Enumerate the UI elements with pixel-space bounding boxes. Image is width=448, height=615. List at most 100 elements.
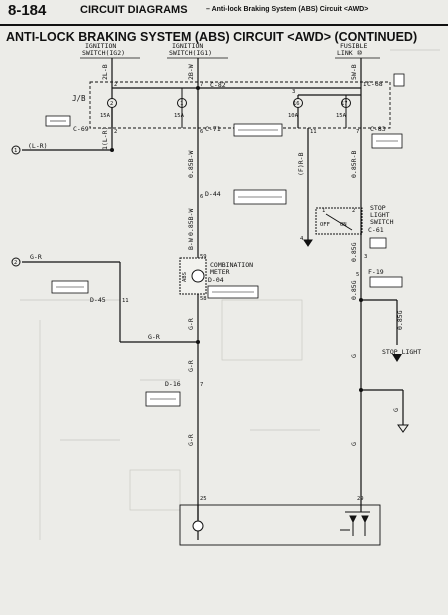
wire-085g-c: 0.85G <box>396 310 404 330</box>
fuse-rating-16: 10A <box>288 113 299 119</box>
connector-c68: C-68 <box>367 80 383 88</box>
connector-f19: F-19 <box>368 268 384 276</box>
wire-085bw-a: 0.85B-W <box>187 151 195 178</box>
switch-off: OFF <box>320 222 330 228</box>
terminal-1 <box>11 145 21 155</box>
stop-light-switch <box>303 207 363 247</box>
wire-5wb: 5W-B <box>350 64 358 80</box>
wire-085g-a: 0.85G <box>350 242 358 262</box>
wire-085g-b: 0.85G <box>350 280 358 300</box>
terminal-2 <box>11 257 21 267</box>
pin-7-ig1: 7 <box>200 82 203 88</box>
connector-c71: C-71 <box>205 125 221 133</box>
wire-bw: B-W <box>187 238 195 250</box>
source-ig1-line1: IGNITION <box>172 42 203 50</box>
stop-light-arrow <box>392 354 402 362</box>
pin-3-switch: 3 <box>364 254 367 260</box>
fuse-2 <box>107 98 117 108</box>
wire-gr-c: G-R <box>187 434 195 446</box>
stop-light-switch-line2: LIGHT <box>370 211 390 219</box>
fuse-rating-17: 15A <box>336 113 347 119</box>
fuse-num-16: 16 <box>293 101 300 107</box>
c61-connector-icon <box>369 237 387 249</box>
wire-gr-d: G-R <box>30 253 42 261</box>
stop-light-label: STOP LIGHT <box>382 348 421 356</box>
source-ig1-line2: SWITCH(IG1) <box>169 49 212 57</box>
wire-085rb: 0.85R-B <box>350 151 358 178</box>
connector-c83: C-83 <box>370 125 386 133</box>
pin-4-switch: 4 <box>300 236 304 242</box>
page-number: 8-184 <box>8 2 47 19</box>
pin-2-c69: 2 <box>114 129 117 135</box>
background-ghost <box>20 49 440 540</box>
connector-d45: D-45 <box>90 296 106 304</box>
source-fusible-line1: FUSIBLE <box>340 42 367 50</box>
wire-g-branch: G <box>392 408 400 412</box>
pin-7-d16: 7 <box>200 382 203 388</box>
jb-label: J/B <box>72 94 86 103</box>
combination-meter: ABS <box>179 257 207 295</box>
terminal-2-num: 2 <box>14 260 17 266</box>
pin-6-d44: 6 <box>200 194 203 200</box>
abs-ecu <box>192 511 370 536</box>
wire-2bw: 2B-W <box>187 64 195 80</box>
combination-meter-line2: METER <box>210 268 230 276</box>
source-ig2-line1: IGNITION <box>85 42 116 50</box>
wire-g-a: G <box>350 354 358 358</box>
pin-11-c83: 11 <box>310 129 317 135</box>
wire-gr-a: G-R <box>187 318 195 330</box>
fuse-num-17: 17 <box>341 101 348 107</box>
pin-59: 59 <box>200 254 207 260</box>
connector-c61: C-61 <box>368 226 384 234</box>
fuses <box>107 98 351 108</box>
switch-on: ON <box>340 222 347 228</box>
wire-gr-e: G-R <box>148 333 160 341</box>
f19-connector-icon <box>369 276 403 288</box>
stop-light-switch-line3: SWITCH <box>370 218 394 226</box>
connector-d44: D-44 <box>205 190 221 198</box>
wire-085bw-b: 0.85B-W <box>187 209 195 236</box>
fuse-num-2: 2 <box>110 101 113 107</box>
fuse-rating-1: 15A <box>174 113 185 119</box>
wire-gr-b: G-R <box>187 360 195 372</box>
terminal-1-num: 1 <box>14 148 17 154</box>
fuse-16 <box>293 98 303 108</box>
combination-meter-line1: COMBINATION <box>210 261 253 269</box>
pin-29: 29 <box>357 496 364 502</box>
pin-2-switch: 2 <box>352 208 355 214</box>
diagram-title: ANTI-LOCK BRAKING SYSTEM (ABS) CIRCUIT <… <box>6 30 418 44</box>
source-ig2-line2: SWITCH(IG2) <box>82 49 125 57</box>
pin-5-f19: 5 <box>356 272 359 278</box>
terminals <box>11 145 21 267</box>
section-title: CIRCUIT DIAGRAMS <box>80 4 188 16</box>
junctions <box>110 86 363 392</box>
abs-warning-lamp <box>191 269 205 283</box>
ground-arrow <box>397 424 409 433</box>
abs-label: ABS <box>182 272 188 282</box>
wire-lr: (L-R) <box>28 142 48 150</box>
section-subtitle: – Anti-lock Braking System (ABS) Circuit… <box>206 6 369 13</box>
connector-d16: D-16 <box>165 380 181 388</box>
pin-1-switch: 1 <box>322 208 325 214</box>
pin-7-c83: 7 <box>356 129 359 135</box>
connector-pins <box>50 120 398 400</box>
pin-58: 58 <box>200 296 207 302</box>
connector-d04: D-04 <box>208 276 224 284</box>
wire-g-b: G <box>350 442 358 446</box>
pin-3-jb: 3 <box>292 89 295 95</box>
pin-25: 25 <box>200 496 207 502</box>
page-header: 8-184 CIRCUIT DIAGRAMS – Anti-lock Braki… <box>0 0 448 26</box>
fuse-num-1: 1 <box>180 101 183 107</box>
stop-light-switch-line1: STOP <box>370 204 386 212</box>
wire-2lb: 2L-B <box>101 64 109 80</box>
source-fusible-line2: LINK ⑩ <box>337 49 363 57</box>
wire-1lr: 1(L-R) <box>101 127 109 150</box>
connector-c69: C-69 <box>73 125 89 133</box>
connector-c82: C-82 <box>210 81 226 89</box>
pin-1-fusible: 1 <box>363 82 366 88</box>
pin-6-c71: 6 <box>200 129 203 135</box>
wire-frb: (F)R-B <box>297 152 305 176</box>
pin-2-ig2: 2 <box>114 82 117 88</box>
fuse-rating-2: 15A <box>100 113 111 119</box>
